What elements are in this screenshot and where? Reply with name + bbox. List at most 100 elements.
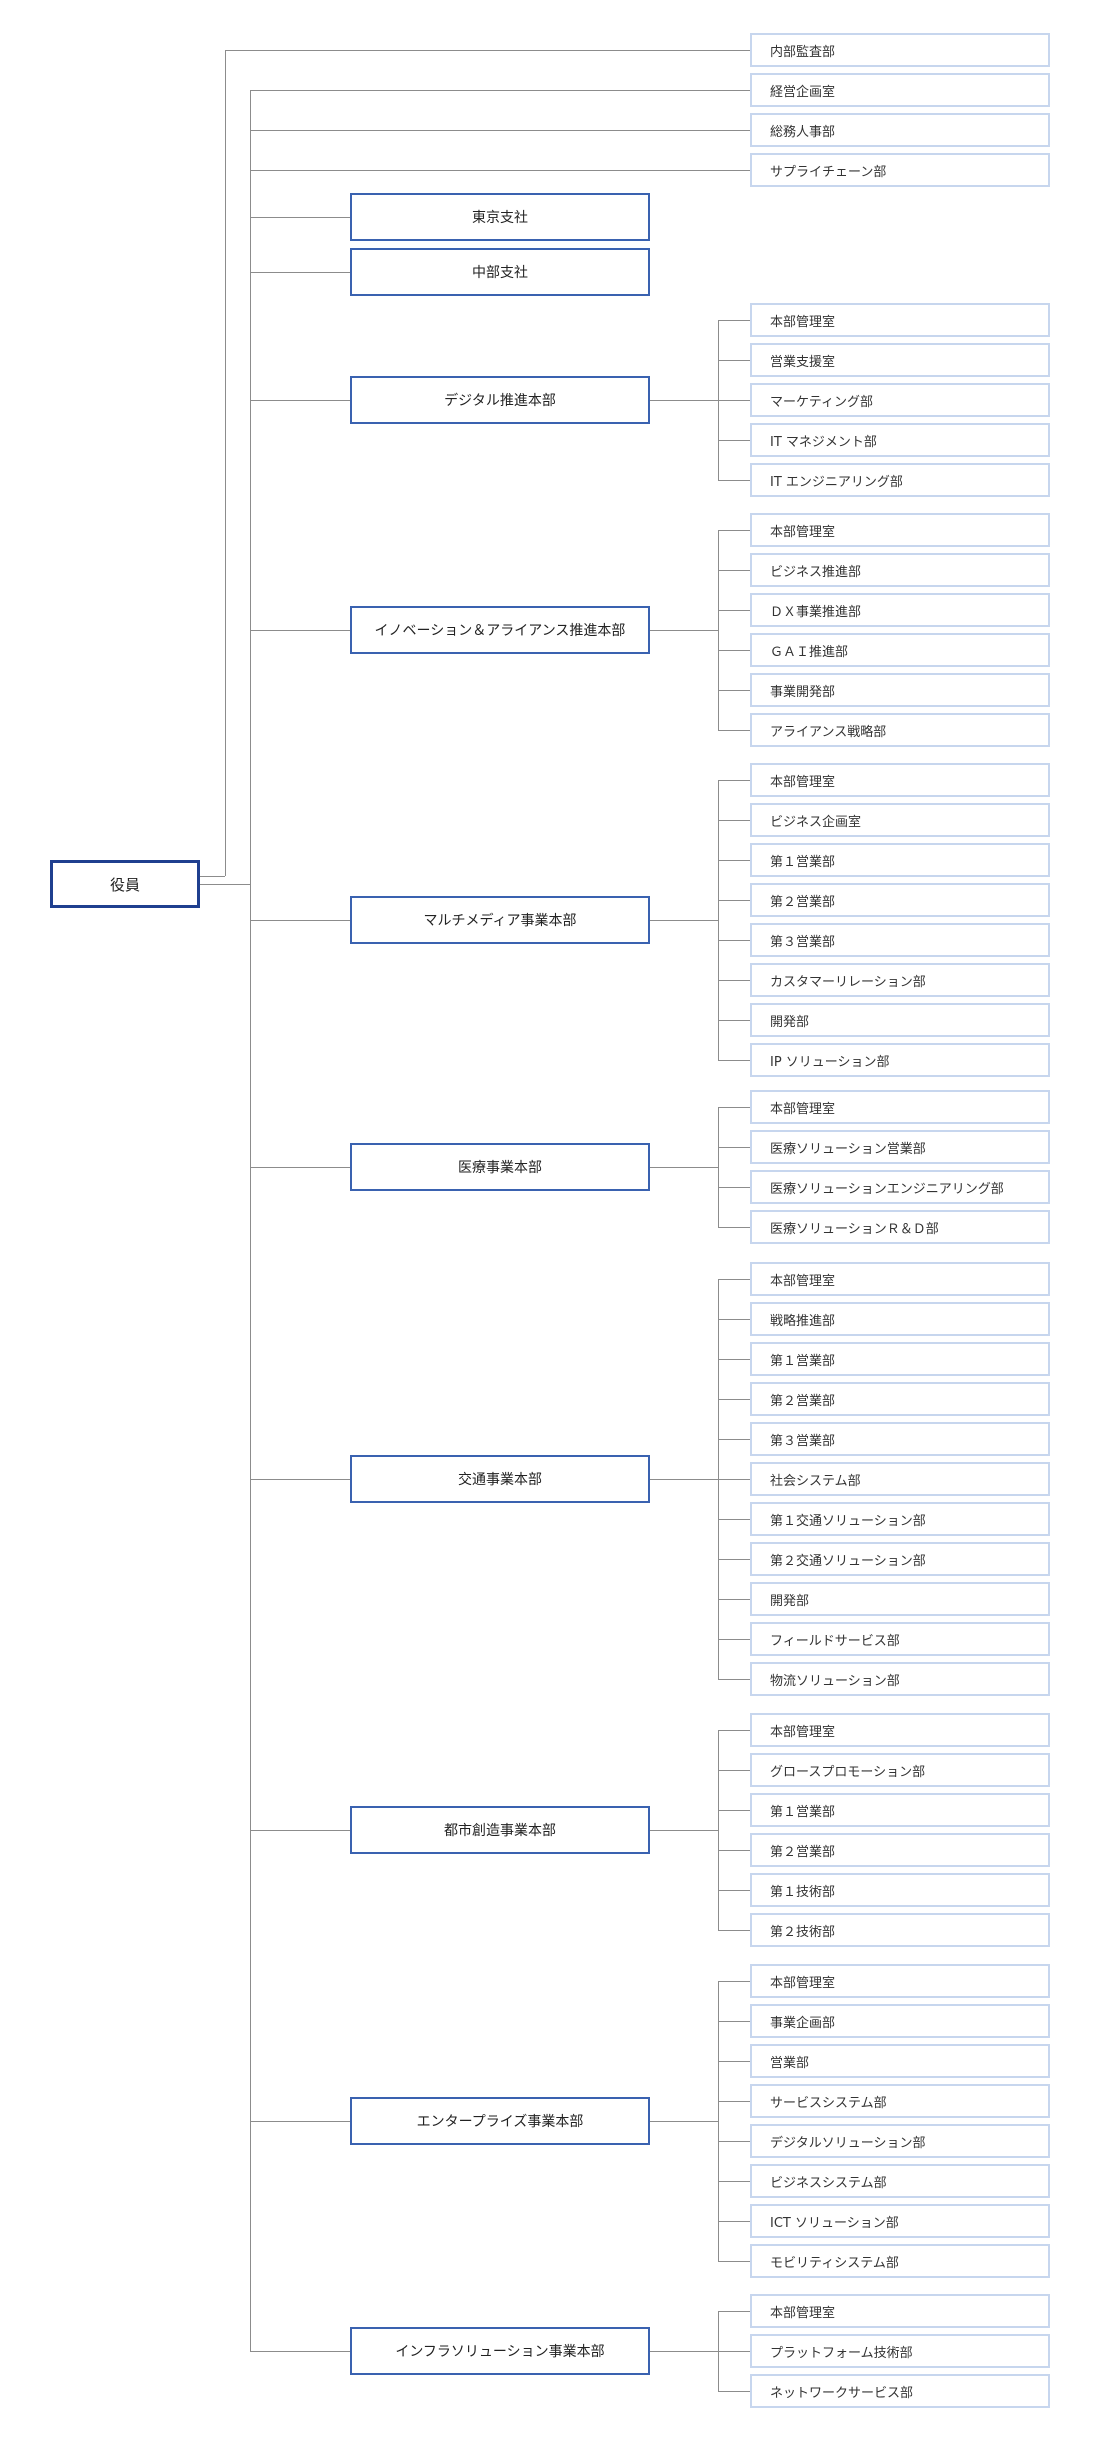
division-box-label: イノベーション＆アライアンス推進本部 [374,623,626,639]
department-box: 社会システム部 [750,1462,1050,1496]
division-connector [250,2351,350,2352]
department-box-label: 戦略推進部 [770,1313,836,1329]
department-box: 戦略推進部 [750,1302,1050,1336]
department-connector [718,940,750,941]
department-box: サービスシステム部 [750,2084,1050,2118]
division-box-label: 交通事業本部 [458,1472,542,1488]
department-box: ビジネス企画室 [750,803,1050,837]
department-connector [718,780,750,781]
division-box: マルチメディア事業本部 [350,896,650,944]
root-box-label: 役員 [109,875,140,894]
department-connector [718,2021,750,2022]
department-box-label: 本部管理室 [770,1975,836,1991]
root-connector [200,884,250,885]
department-connector [718,1930,750,1931]
department-box-label: 事業企画部 [770,2015,836,2031]
department-box: ビジネスシステム部 [750,2164,1050,2198]
department-connector [718,1730,750,1731]
branch-connector [250,217,350,218]
branch-connector [250,272,350,273]
staff-connector [250,170,750,171]
department-box-label: グロースプロモーション部 [770,1764,926,1780]
staff-dept-box-label: 内部監査部 [770,44,836,60]
department-connector [718,900,750,901]
department-vertical [718,1730,719,1931]
department-box-label: 物流ソリューション部 [770,1673,900,1689]
department-box: マーケティング部 [750,383,1050,417]
department-box: 本部管理室 [750,763,1050,797]
division-box: インフラソリューション事業本部 [350,2327,650,2375]
division-connector [250,630,350,631]
division-box-label: 都市創造事業本部 [444,1823,556,1839]
department-connector [718,1399,750,1400]
department-box-label: 第２営業部 [770,1844,836,1860]
department-box-label: 第２営業部 [770,894,836,910]
staff-dept-box-label: 経営企画室 [770,84,836,100]
department-box-label: 第１営業部 [770,1804,836,1820]
division-connector [250,400,350,401]
department-box: 本部管理室 [750,303,1050,337]
department-box: フィールドサービス部 [750,1622,1050,1656]
division-box: 医療事業本部 [350,1143,650,1191]
department-box: 第１営業部 [750,1342,1050,1376]
department-box: 第１営業部 [750,1793,1050,1827]
department-connector [718,1319,750,1320]
department-box-label: 第３営業部 [770,934,836,950]
department-vertical [718,1981,719,2262]
department-box-label: 社会システム部 [770,1473,861,1489]
staff-connector [250,130,750,131]
department-connector [718,1981,750,1982]
department-box-label: 第２技術部 [770,1924,836,1940]
department-box: モビリティシステム部 [750,2244,1050,2278]
department-connector [718,690,750,691]
department-connector [718,400,750,401]
department-box: 第１技術部 [750,1873,1050,1907]
department-box-label: サービスシステム部 [770,2095,887,2111]
department-connector [718,320,750,321]
department-box-label: 本部管理室 [770,524,836,540]
department-box-label: 第１技術部 [770,1884,836,1900]
division-box: 交通事業本部 [350,1455,650,1503]
department-connector [718,1439,750,1440]
department-box: 医療ソリューションＲ＆Ｄ部 [750,1210,1050,1244]
department-box: 物流ソリューション部 [750,1662,1050,1696]
department-box: 医療ソリューション営業部 [750,1130,1050,1164]
department-box: プラットフォーム技術部 [750,2334,1050,2368]
department-box: 第２営業部 [750,1382,1050,1416]
division-box-label: 医療事業本部 [458,1160,542,1176]
department-box-label: ネットワークサービス部 [770,2385,914,2401]
department-connector [718,1279,750,1280]
department-box-label: 事業開発部 [770,684,836,700]
department-connector [718,1107,750,1108]
division-box: 都市創造事業本部 [350,1806,650,1854]
department-box: カスタマーリレーション部 [750,963,1050,997]
department-box-label: 第２営業部 [770,1393,836,1409]
department-connector [718,2351,750,2352]
branch-box: 東京支社 [350,193,650,241]
department-box: 第２営業部 [750,883,1050,917]
department-connector [718,980,750,981]
division-connector [250,2121,350,2122]
department-box: 第１交通ソリューション部 [750,1502,1050,1536]
division-connector [250,1830,350,1831]
department-connector [718,530,750,531]
division-box-label: インフラソリューション事業本部 [395,2344,605,2360]
department-box: ネットワークサービス部 [750,2374,1050,2408]
division-box: デジタル推進本部 [350,376,650,424]
staff-dept-box: サプライチェーン部 [750,153,1050,187]
department-box: 営業部 [750,2044,1050,2078]
department-connector [718,2141,750,2142]
staff-dept-box-label: 総務人事部 [770,124,836,140]
staff-vertical [225,50,226,876]
department-box: 本部管理室 [750,1262,1050,1296]
department-box-label: 第１営業部 [770,1353,836,1369]
department-box: 第１営業部 [750,843,1050,877]
department-box: IP ソリューション部 [750,1043,1050,1077]
division-box: エンタープライズ事業本部 [350,2097,650,2145]
department-box-label: マーケティング部 [770,394,873,410]
department-box-label: ＤＸ事業推進部 [770,604,862,620]
department-connector [718,1147,750,1148]
department-connector [718,2391,750,2392]
department-box-label: ＧＡＩ推進部 [770,644,849,660]
